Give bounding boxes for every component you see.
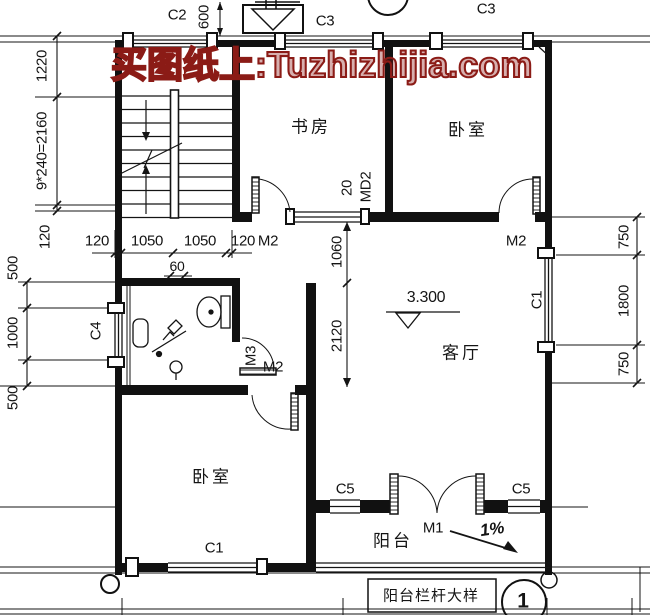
vent-box [242, 0, 304, 34]
dim-chain-1050-a: 1050 [130, 232, 164, 250]
floor-drain [169, 360, 183, 374]
callout-title: 阳台栏杆大样 [382, 587, 480, 605]
dim-md2-20: 20 [338, 179, 356, 197]
toilet-bowl [196, 296, 222, 328]
walls [115, 40, 552, 575]
door-leaf-study [251, 176, 260, 214]
dim-chain-120-b: 120 [230, 232, 256, 250]
staircase [117, 89, 232, 219]
callout-number: 1 [517, 589, 529, 613]
dim-right-750-a: 750 [615, 224, 633, 250]
dim-chain-120-a: 120 [84, 232, 110, 250]
tag-window-c1-bottom: C1 [204, 539, 224, 557]
watermark-text: 买图纸上:Tuzhizhijia.com [110, 44, 533, 85]
dimension-arrows [217, 2, 351, 387]
floor-level-value: 3.300 [406, 289, 446, 306]
rain-pipe [100, 574, 120, 594]
tag-door-m1: M1 [422, 519, 444, 537]
door-leaf-bathroom [239, 367, 277, 376]
dim-chain-60: 60 [169, 258, 185, 274]
window-jambs [107, 32, 555, 577]
label-room-bedroom-top: 卧室 [448, 120, 488, 140]
dim-left-500-b: 500 [4, 385, 22, 411]
sink [132, 318, 149, 348]
dim-left-1220: 1220 [33, 49, 51, 83]
tag-window-c5-left: C5 [335, 480, 355, 498]
dim-top-600: 600 [195, 4, 213, 30]
callout-graphics [367, 571, 558, 615]
dim-right-750-b: 750 [615, 351, 633, 377]
dim-left-1000: 1000 [4, 316, 22, 350]
dim-right-1800: 1800 [615, 284, 633, 318]
slope-label: 1% [478, 517, 506, 541]
slope-arrow [449, 530, 518, 553]
tag-window-c5-right: C5 [511, 480, 531, 498]
label-room-living: 客厅 [442, 343, 482, 363]
bathroom-fixtures [126, 286, 231, 385]
window-glazing-lines [114, 39, 553, 573]
corner-mark [538, 46, 552, 59]
tag-door-m2-study: M2 [257, 232, 279, 250]
tag-window-c3-right: C3 [476, 0, 496, 18]
dim-left-500-a: 500 [4, 255, 22, 281]
label-room-study: 书房 [291, 117, 331, 137]
label-room-balcony: 阳台 [373, 531, 413, 551]
tag-window-c1-right: C1 [528, 290, 546, 310]
dim-mid-2120: 2120 [328, 319, 346, 353]
doors [239, 176, 541, 515]
door-leaf-bedroom-bottom [290, 392, 299, 431]
tag-window-c4: C4 [87, 321, 105, 341]
level-marker [386, 311, 460, 330]
door-leaf-balcony-right [475, 473, 485, 515]
tag-door-md2: MD2 [357, 171, 375, 203]
dimension-ticks [22, 31, 642, 391]
tag-door-m2-bedroom-bottom: M2 [262, 358, 284, 376]
tag-door-m2-bedroom-top: M2 [505, 232, 527, 250]
label-room-bedroom-bottom: 卧室 [192, 467, 232, 487]
tag-window-c2: C2 [167, 6, 187, 24]
toilet-tank [220, 295, 231, 329]
tag-door-m3: M3 [242, 345, 260, 367]
door-leaf-balcony-left [389, 473, 399, 515]
dim-mid-1060: 1060 [328, 235, 346, 269]
dim-left-9x240: 9*240=2160 [33, 111, 51, 191]
dim-left-120: 120 [36, 224, 54, 250]
tag-window-c3-left: C3 [315, 12, 335, 30]
grid-bubble [367, 0, 409, 16]
shower-symbol [167, 319, 183, 335]
door-leaf-bedroom-top [532, 176, 541, 215]
dim-chain-1050-b: 1050 [183, 232, 217, 250]
